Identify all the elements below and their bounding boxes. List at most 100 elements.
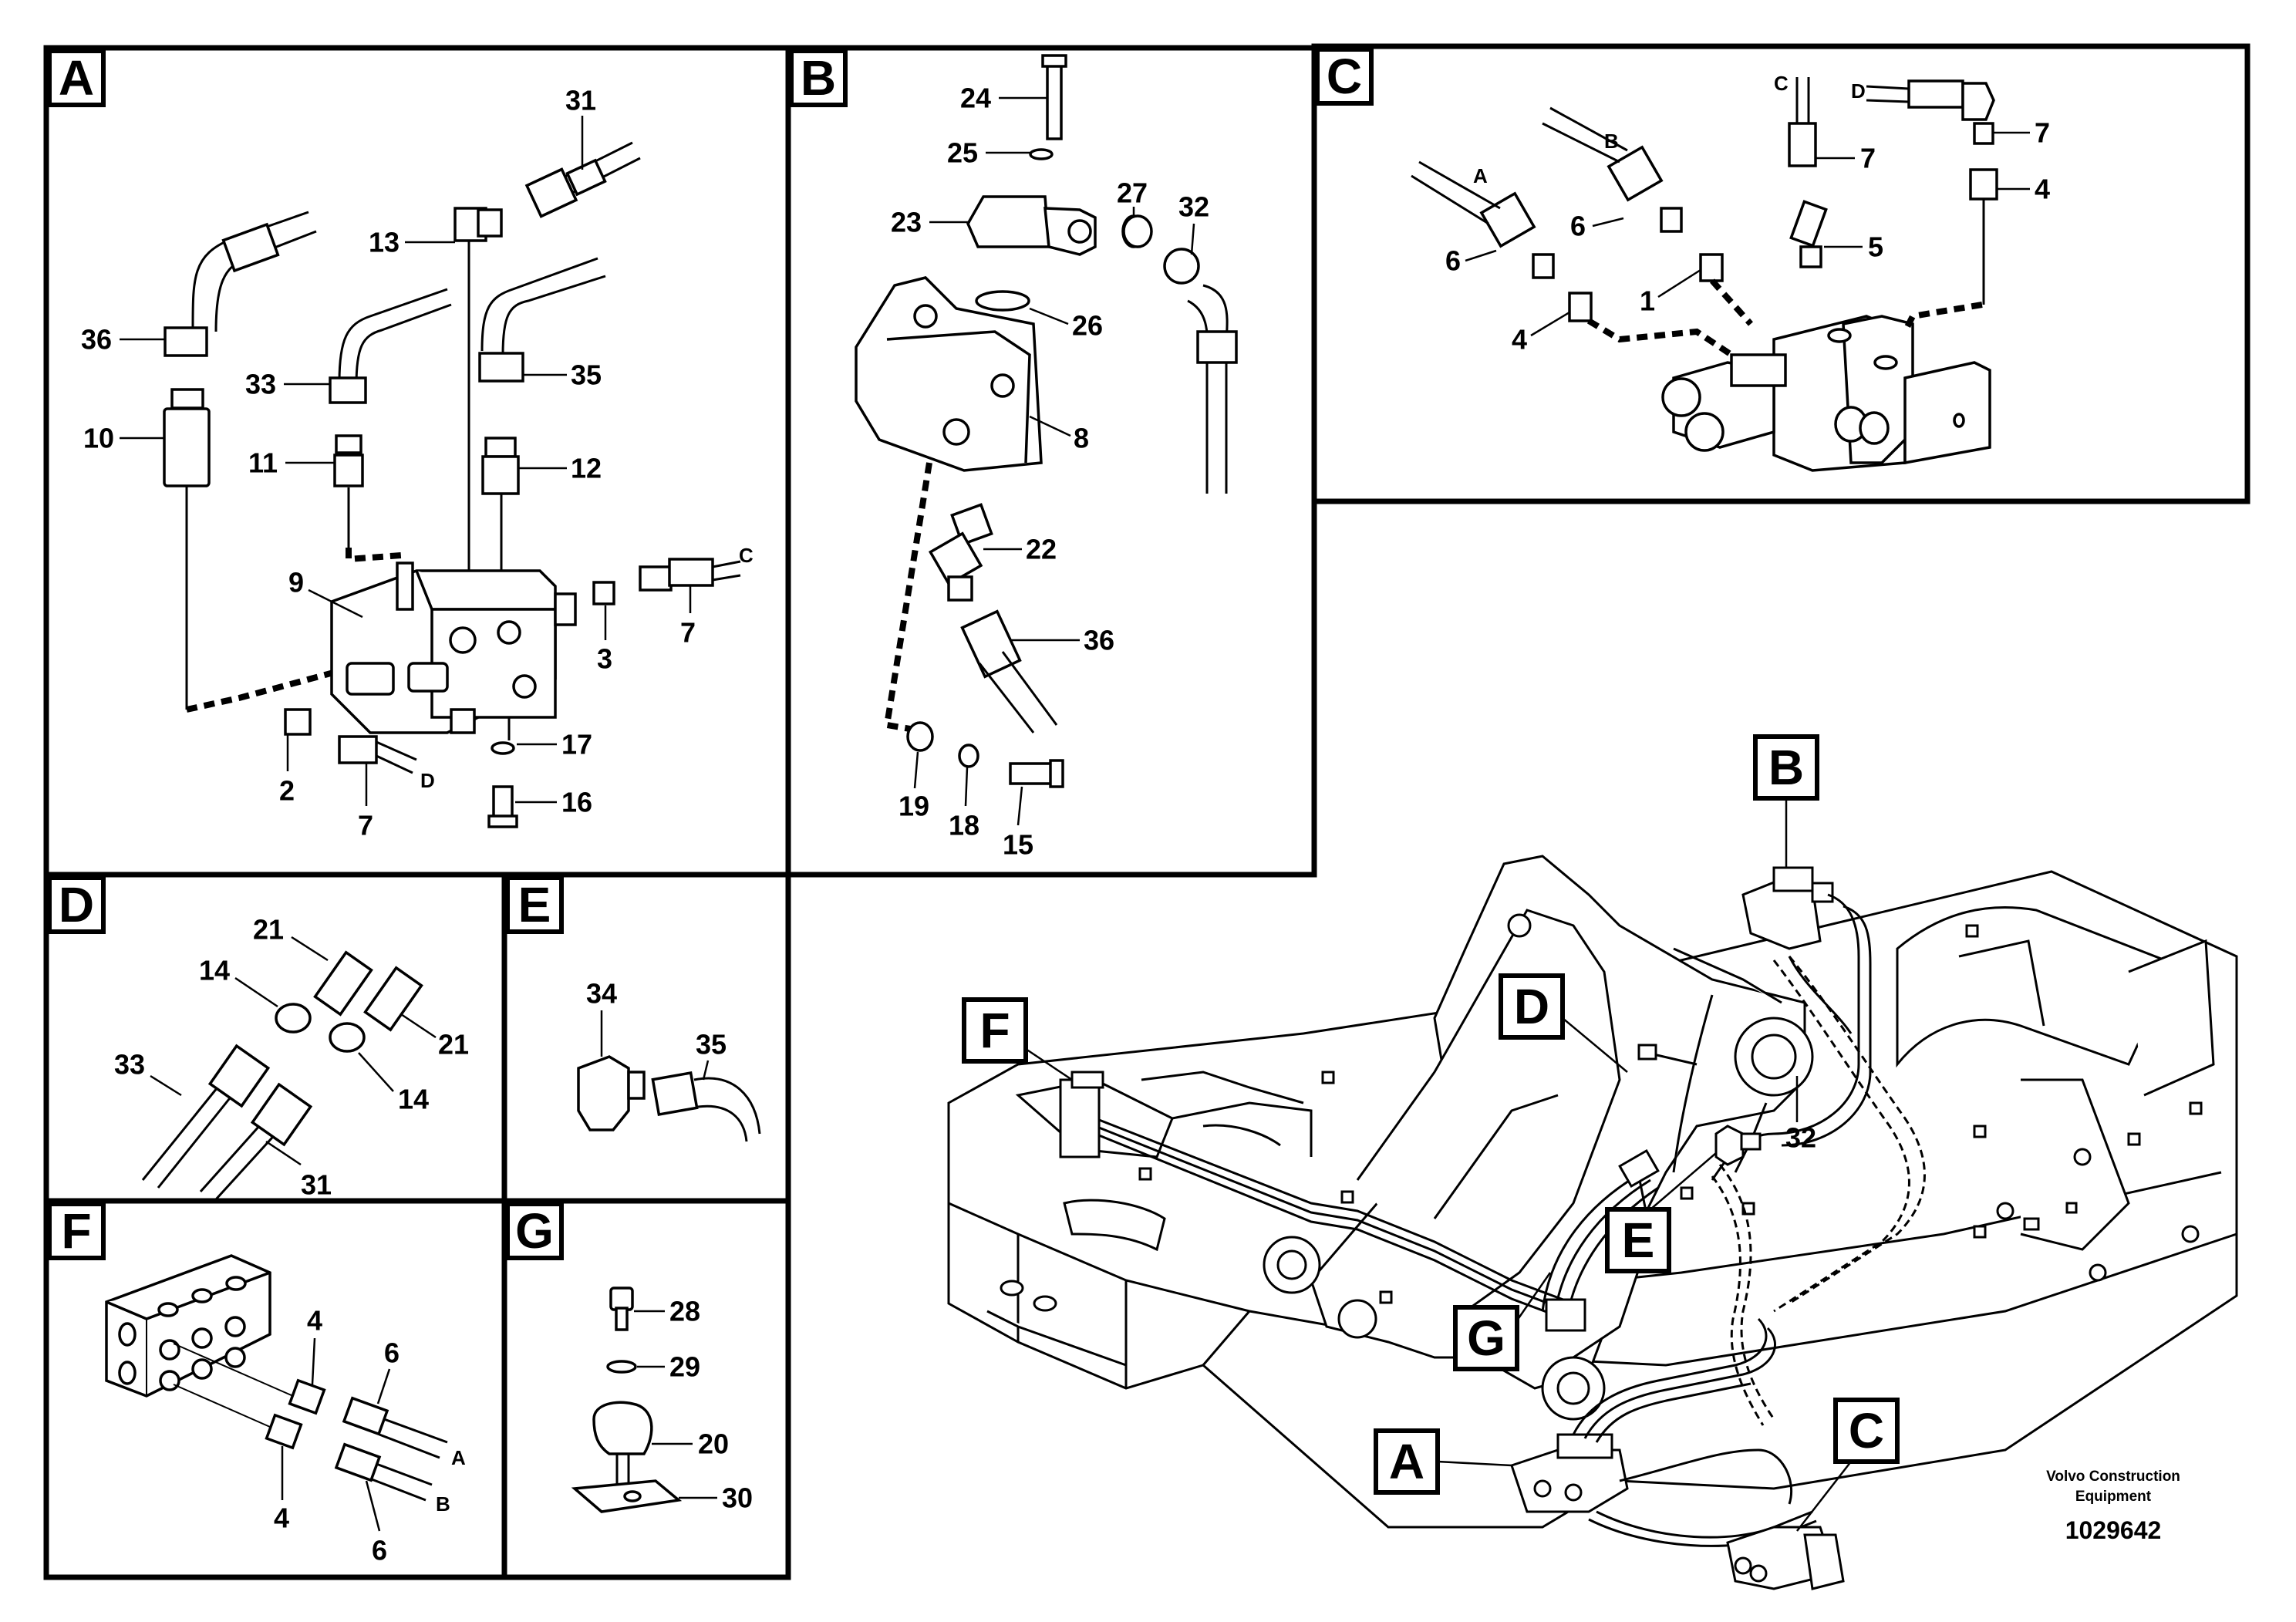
machine-overview <box>947 855 2238 1590</box>
callout-7-right: 7 <box>680 617 696 649</box>
callout-20: 20 <box>698 1428 729 1460</box>
panel-a-callouts: 31 13 36 33 35 10 11 12 9 3 C 7 17 16 2 … <box>81 85 754 841</box>
panel-g-frame <box>501 1198 791 1580</box>
callout-19: 19 <box>899 791 929 822</box>
callout-8: 8 <box>1074 423 1089 454</box>
credit-line-1: Volvo Construction <box>2046 1469 2180 1485</box>
callout-2: 2 <box>279 775 295 807</box>
svg-text:G: G <box>1467 1310 1505 1366</box>
panel-e-callouts: 34 35 <box>586 978 727 1081</box>
svg-text:F: F <box>979 1003 1010 1058</box>
panel-f-callouts: 4 6 A B 4 6 <box>274 1305 466 1566</box>
callout-25: 25 <box>947 137 978 169</box>
hose-end-a-label: A <box>1473 164 1488 187</box>
callout-4-left: 4 <box>1512 324 1527 356</box>
callout-31-d: 31 <box>301 1169 332 1201</box>
svg-text:C: C <box>1849 1403 1884 1458</box>
panel-e-drawing <box>577 1055 761 1142</box>
svg-text:F: F <box>61 1203 91 1259</box>
svg-text:C: C <box>1327 49 1362 104</box>
credit-line-2: Equipment <box>2075 1489 2152 1505</box>
svg-text:A: A <box>1389 1434 1424 1489</box>
callout-7-bottom: 7 <box>358 810 373 841</box>
callout-18: 18 <box>949 810 979 841</box>
panel-f-drawing <box>105 1254 448 1502</box>
svg-text:G: G <box>515 1203 554 1259</box>
callout-24: 24 <box>960 83 991 114</box>
overview-tag-b: B <box>1753 734 1819 801</box>
svg-text:E: E <box>1622 1212 1655 1268</box>
overview-tag-e: E <box>1605 1207 1671 1273</box>
credit-block: Volvo Construction Equipment 1029642 <box>2046 1469 2180 1544</box>
callout-7-d: 7 <box>2035 117 2050 149</box>
callout-6-f-bottom: 6 <box>372 1535 387 1566</box>
callout-14-top: 14 <box>199 955 230 986</box>
callout-5: 5 <box>1868 231 1883 263</box>
callout-11: 11 <box>248 447 278 479</box>
hose-end-b-label: B <box>1604 130 1619 153</box>
callout-16: 16 <box>561 787 592 818</box>
callout-26: 26 <box>1072 310 1103 342</box>
panel-d-drawing <box>141 950 423 1201</box>
callout-9: 9 <box>288 567 304 599</box>
callout-6-b: 6 <box>1570 211 1586 242</box>
panel-c-tag: C <box>1315 47 1374 106</box>
callout-27: 27 <box>1117 177 1148 209</box>
svg-text:A: A <box>59 50 94 106</box>
panel-b-drawing <box>855 54 1238 788</box>
callout-35-e: 35 <box>696 1029 727 1061</box>
hose-end-d: D <box>420 769 435 792</box>
panel-e-tag: E <box>505 875 564 934</box>
panel-d-callouts: 21 14 21 33 14 31 <box>114 914 469 1201</box>
panel-a-tag: A <box>47 49 106 107</box>
callout-6-f-top: 6 <box>384 1337 400 1369</box>
callout-23: 23 <box>891 207 922 238</box>
callout-35: 35 <box>571 359 602 391</box>
callout-32-overview: 32 <box>1785 1122 1816 1154</box>
hose-end-d-label: D <box>1851 79 1866 103</box>
callout-17: 17 <box>561 729 592 760</box>
panel-c-callouts: C D 7 7 4 A B 6 6 5 1 4 <box>1445 72 2050 356</box>
callout-4-right: 4 <box>2035 174 2050 205</box>
panel-g-callouts: 28 29 20 30 <box>634 1296 753 1514</box>
panel-b-callouts: 24 25 23 27 32 26 8 22 36 19 18 15 <box>891 83 1209 861</box>
panel-b-tag: B <box>789 49 848 107</box>
hose-end-b-f: B <box>436 1492 450 1516</box>
svg-text:D: D <box>1514 979 1549 1034</box>
callout-13: 13 <box>369 227 400 258</box>
callout-4-f-top: 4 <box>307 1305 322 1337</box>
callout-15: 15 <box>1003 829 1033 861</box>
overview-tag-f: F <box>962 997 1028 1064</box>
panel-b-frame <box>785 45 1317 878</box>
panel-g-drawing <box>571 1286 683 1513</box>
overview-tag-g: G <box>1453 1305 1519 1371</box>
panel-f-tag: F <box>47 1202 106 1260</box>
callout-33: 33 <box>245 369 276 400</box>
svg-text:E: E <box>518 877 551 932</box>
panel-g-tag: G <box>505 1202 564 1260</box>
hose-end-c-label: C <box>1774 72 1789 95</box>
drawing-number: 1029642 <box>2065 1516 2162 1544</box>
panel-a-drawing <box>163 141 741 828</box>
callout-22: 22 <box>1026 534 1057 565</box>
panel-c-drawing <box>1411 77 1998 472</box>
overview-tag-a: A <box>1374 1428 1440 1495</box>
callout-3: 3 <box>597 643 612 675</box>
callout-36-b: 36 <box>1084 625 1114 656</box>
callout-34: 34 <box>586 978 617 1010</box>
hose-end-c: C <box>739 544 754 567</box>
callout-4-f-bottom: 4 <box>274 1502 289 1534</box>
callout-1: 1 <box>1640 285 1655 317</box>
callout-21-top: 21 <box>253 914 284 946</box>
panel-a-frame <box>43 45 791 878</box>
callout-33-d: 33 <box>114 1049 145 1081</box>
callout-28: 28 <box>669 1296 700 1327</box>
callout-32: 32 <box>1178 191 1209 223</box>
callout-29: 29 <box>669 1351 700 1383</box>
callout-14-bottom: 14 <box>398 1084 429 1115</box>
svg-text:D: D <box>59 877 94 932</box>
callout-6-a: 6 <box>1445 245 1461 277</box>
overview-tag-d: D <box>1499 973 1565 1040</box>
overview-tags: B F D E G A C 32 <box>962 734 1900 1532</box>
